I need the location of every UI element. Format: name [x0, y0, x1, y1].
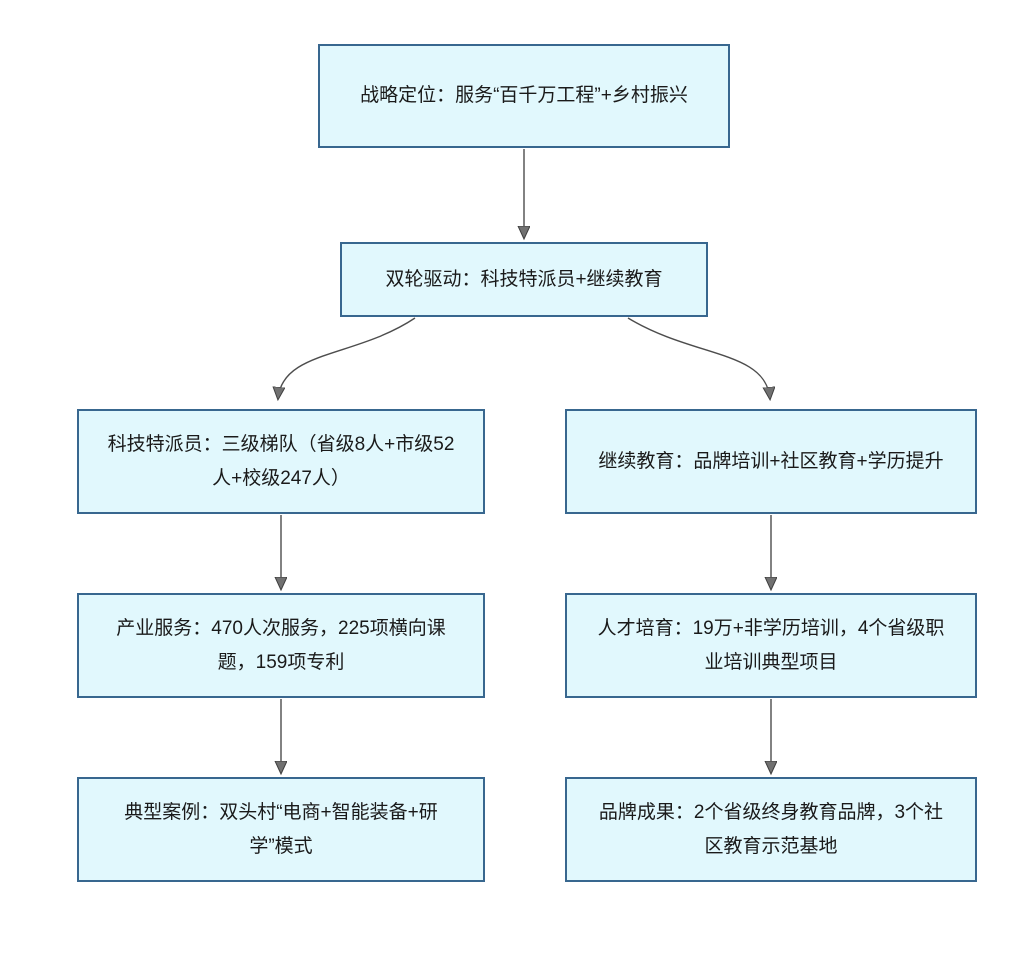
node-typical-case-label: 典型案例：双头村“电商+智能装备+研学”模式 [124, 801, 438, 857]
node-brand-results: 品牌成果：2个省级终身教育品牌，3个社区教育示范基地 [565, 777, 977, 882]
node-brand-results-label: 品牌成果：2个省级终身教育品牌，3个社区教育示范基地 [598, 801, 944, 857]
edge-dual-to-conted [627, 317, 770, 399]
edge-dual-to-sci [278, 317, 416, 399]
node-sci-commissioners: 科技特派员：三级梯队（省级8人+市级52人+校级247人） [77, 409, 485, 514]
node-strategy-label: 战略定位：服务“百千万工程”+乡村振兴 [360, 85, 688, 106]
node-talent-cultivation-label: 人才培育：19万+非学历培训，4个省级职业培训典型项目 [597, 617, 945, 673]
node-dual-drive-label: 双轮驱动：科技特派员+继续教育 [385, 268, 663, 290]
node-sci-commissioners-label: 科技特派员：三级梯队（省级8人+市级52人+校级247人） [107, 433, 455, 489]
node-typical-case: 典型案例：双头村“电商+智能装备+研学”模式 [77, 777, 485, 882]
node-continuing-education: 继续教育：品牌培训+社区教育+学历提升 [565, 409, 977, 514]
node-industry-service-label: 产业服务：470人次服务，225项横向课题，159项专利 [116, 617, 446, 673]
node-dual-drive: 双轮驱动：科技特派员+继续教育 [340, 242, 708, 317]
node-strategy: 战略定位：服务“百千万工程”+乡村振兴 [318, 44, 730, 148]
node-industry-service: 产业服务：470人次服务，225项横向课题，159项专利 [77, 593, 485, 698]
node-continuing-education-label: 继续教育：品牌培训+社区教育+学历提升 [598, 450, 944, 472]
node-talent-cultivation: 人才培育：19万+非学历培训，4个省级职业培训典型项目 [565, 593, 977, 698]
